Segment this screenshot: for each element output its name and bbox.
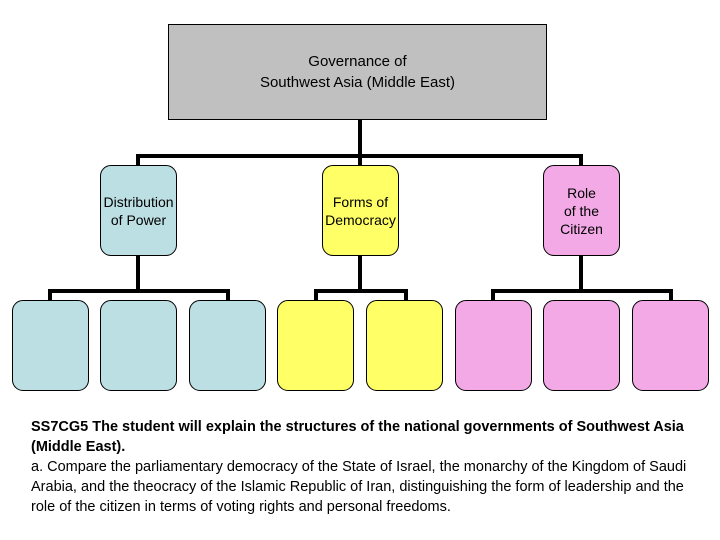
branch-distribution-of-power: Distribution of Power (100, 165, 177, 256)
leaf-distribution-2 (100, 300, 177, 391)
connector-leaf3-stem (226, 289, 230, 300)
standard-element-a: a. Compare the parliamentary democracy o… (31, 459, 687, 515)
branch-label: Role of the Citizen (560, 184, 603, 237)
branch-label: Forms of Democracy (325, 193, 396, 228)
leaf-democracy-1 (277, 300, 354, 391)
connector-branch1-stem (136, 154, 140, 165)
connector-leaf4-stem (314, 289, 318, 300)
leaf-citizen-2 (543, 300, 620, 391)
root-node-governance: Governance of Southwest Asia (Middle Eas… (168, 24, 547, 120)
root-node-label-line1: Governance of (308, 53, 407, 70)
connector-leaf5-stem (404, 289, 408, 300)
leaf-citizen-1 (455, 300, 532, 391)
leaf-citizen-3 (632, 300, 709, 391)
connector-branch2-down (358, 256, 362, 293)
root-node-label-line2: Southwest Asia (Middle East) (259, 74, 456, 91)
connector-branch1-bar (48, 289, 230, 293)
connector-branch3-bar (491, 289, 673, 293)
branch-forms-of-democracy: Forms of Democracy (322, 165, 399, 256)
connector-leaf8-stem (669, 289, 673, 300)
branch-role-of-the-citizen: Role of the Citizen (543, 165, 620, 256)
connector-branch3-down (579, 256, 583, 293)
standard-text-block: SS7CG5 The student will explain the stru… (31, 417, 711, 517)
leaf-distribution-3 (189, 300, 266, 391)
leaf-democracy-2 (366, 300, 443, 391)
connector-branch3-stem (579, 154, 583, 165)
connector-root-trunk (358, 120, 362, 165)
connector-leaf6-stem (491, 289, 495, 300)
connector-branch1-down (136, 256, 140, 293)
connector-branch2-bar (314, 289, 408, 293)
standard-title: SS7CG5 The student will explain the stru… (31, 419, 684, 455)
connector-leaf1-stem (48, 289, 52, 300)
branch-label: Distribution of Power (103, 193, 174, 228)
leaf-distribution-1 (12, 300, 89, 391)
connector-level2-bar (136, 154, 583, 158)
